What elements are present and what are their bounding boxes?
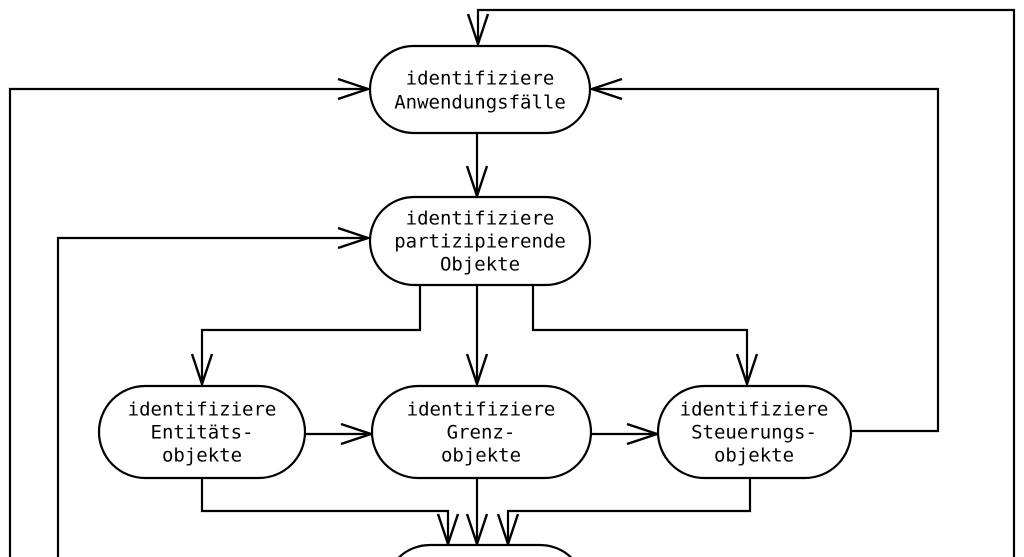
node-bottom-partial-shape[interactable] [385, 543, 585, 557]
node-steuerungsobjekte-line2: Steuerungs- [691, 422, 817, 444]
node-partizipierende-objekte-shape[interactable] [368, 195, 592, 287]
node-steuerungsobjekte-shape[interactable] [656, 384, 853, 480]
nodes-layer: identifiziere Anwendungsfälle identifizi… [97, 44, 853, 557]
edge-left-loop-into-partizipierende [56, 236, 368, 557]
edge-partizipierende-to-steuerungs [531, 285, 749, 384]
node-anwendungsfaelle-shape[interactable] [368, 44, 592, 135]
node-partizipierende-objekte-line1: identifiziere [406, 208, 555, 230]
node-steuerungsobjekte-line3: objekte [714, 445, 794, 467]
edge-steuerungs-to-anwendungsfaelle [592, 87, 940, 433]
node-entitaetsobjekte[interactable]: identifiziere Entitäts- objekte [97, 384, 307, 480]
node-partizipierende-objekte-line2: partizipierende [394, 231, 566, 253]
node-grenzobjekte[interactable]: identifiziere Grenz- objekte [370, 384, 593, 480]
node-entitaetsobjekte-line3: objekte [162, 445, 242, 467]
node-grenzobjekte-line3: objekte [441, 445, 521, 467]
node-steuerungsobjekte-line1: identifiziere [680, 399, 829, 421]
arrowhead-into-steuerungsobjekte [735, 353, 759, 388]
node-grenzobjekte-shape[interactable] [370, 384, 593, 480]
node-entitaetsobjekte-line1: identifiziere [128, 399, 277, 421]
node-entitaetsobjekte-line2: Entitäts- [151, 422, 254, 444]
node-entitaetsobjekte-shape[interactable] [97, 384, 307, 480]
node-bottom-partial[interactable] [385, 543, 585, 557]
edge-steuerungs-to-bottom [506, 478, 752, 544]
node-partizipierende-objekte-line3: Objekte [440, 254, 520, 276]
node-grenzobjekte-line1: identifiziere [407, 399, 556, 421]
node-anwendungsfaelle[interactable]: identifiziere Anwendungsfälle [368, 44, 592, 135]
edge-partizipierende-to-entitaets [200, 285, 422, 384]
edge-top-loop-into-anwendungsfaelle [476, 8, 1016, 557]
node-partizipierende-objekte[interactable]: identifiziere partizipierende Objekte [368, 195, 592, 287]
edges-layer [8, 8, 1016, 557]
node-anwendungsfaelle-line2: Anwendungsfälle [394, 92, 566, 114]
arrowhead-right-into-anwendungsfaelle [588, 77, 623, 101]
arrowhead-top-into-anwendungsfaelle [466, 13, 490, 48]
node-grenzobjekte-line2: Grenz- [447, 422, 516, 444]
arrowhead-left-into-partizipierende [337, 226, 372, 250]
arrowhead-left-into-anwendungsfaelle [337, 77, 372, 101]
edge-left-loop-into-anwendungsfaelle [8, 87, 368, 557]
arrowhead-into-entitaetsobjekte [190, 353, 214, 388]
edge-entitaets-to-bottom [200, 478, 450, 544]
node-steuerungsobjekte[interactable]: identifiziere Steuerungs- objekte [656, 384, 853, 480]
arrowhead-into-grenzobjekte [465, 353, 489, 388]
node-anwendungsfaelle-line1: identifiziere [406, 68, 555, 90]
